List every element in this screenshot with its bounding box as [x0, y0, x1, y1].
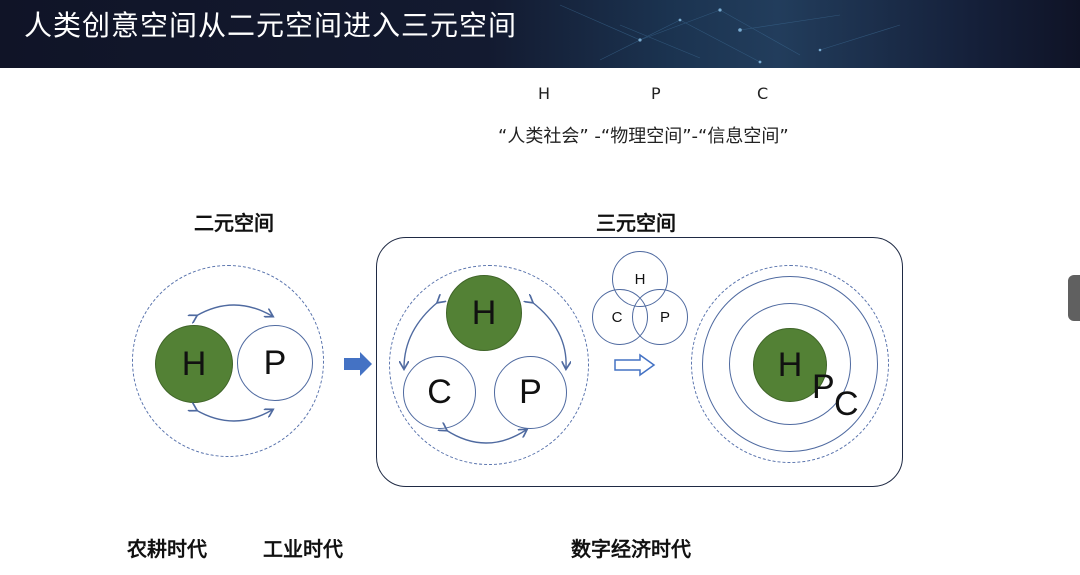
legend-h: H — [538, 84, 551, 103]
header-banner: 人类创意空间从二元空间进入三元空间 — [0, 0, 1080, 68]
binary-space-label: 二元空间 — [194, 211, 274, 235]
ternary-c-circle: C — [403, 356, 476, 429]
ternary-p-label: P — [519, 373, 542, 411]
ternary-c-label: C — [427, 373, 452, 411]
ternary-h-label: H — [471, 293, 497, 332]
hollow-arrow-right-icon — [614, 353, 656, 377]
ternary-space-frame — [376, 237, 903, 487]
binary-p-circle: P — [237, 325, 313, 401]
nested-h-circle: H — [753, 328, 827, 402]
nested-c-label: C — [834, 385, 859, 423]
nested-dashed-boundary — [691, 265, 889, 463]
ternary-dashed-boundary — [389, 265, 589, 465]
nested-p-ring — [729, 303, 851, 425]
binary-dashed-boundary — [132, 265, 324, 457]
page-title: 人类创意空间从二元空间进入三元空间 — [24, 9, 518, 42]
binary-h-label: H — [181, 344, 207, 383]
venn-h-label: H — [634, 270, 646, 288]
nested-c-ring — [702, 276, 878, 452]
venn-p-label: P — [659, 308, 670, 326]
binary-p-label: P — [263, 343, 287, 382]
network-background-decoration — [559, 4, 901, 64]
legend-c: C — [757, 84, 769, 103]
side-panel-handle[interactable] — [1068, 275, 1080, 321]
nested-h-label: H — [777, 345, 803, 384]
binary-h-circle: H — [155, 325, 233, 403]
ternary-space-label: 三元空间 — [596, 211, 676, 235]
era-industrial: 工业时代 — [263, 537, 343, 561]
venn-p-circle: P — [632, 289, 688, 345]
nested-p-label: P — [812, 368, 835, 406]
subtitle-spaces: “人类社会” -“物理空间”-“信息空间” — [498, 126, 789, 147]
era-agriculture: 农耕时代 — [127, 537, 207, 561]
ternary-p-circle: P — [494, 356, 567, 429]
era-digital: 数字经济时代 — [571, 537, 691, 561]
legend-p: P — [651, 84, 661, 103]
arrow-right-icon — [344, 352, 372, 376]
ternary-h-circle: H — [446, 275, 522, 351]
venn-c-label: C — [611, 308, 623, 326]
